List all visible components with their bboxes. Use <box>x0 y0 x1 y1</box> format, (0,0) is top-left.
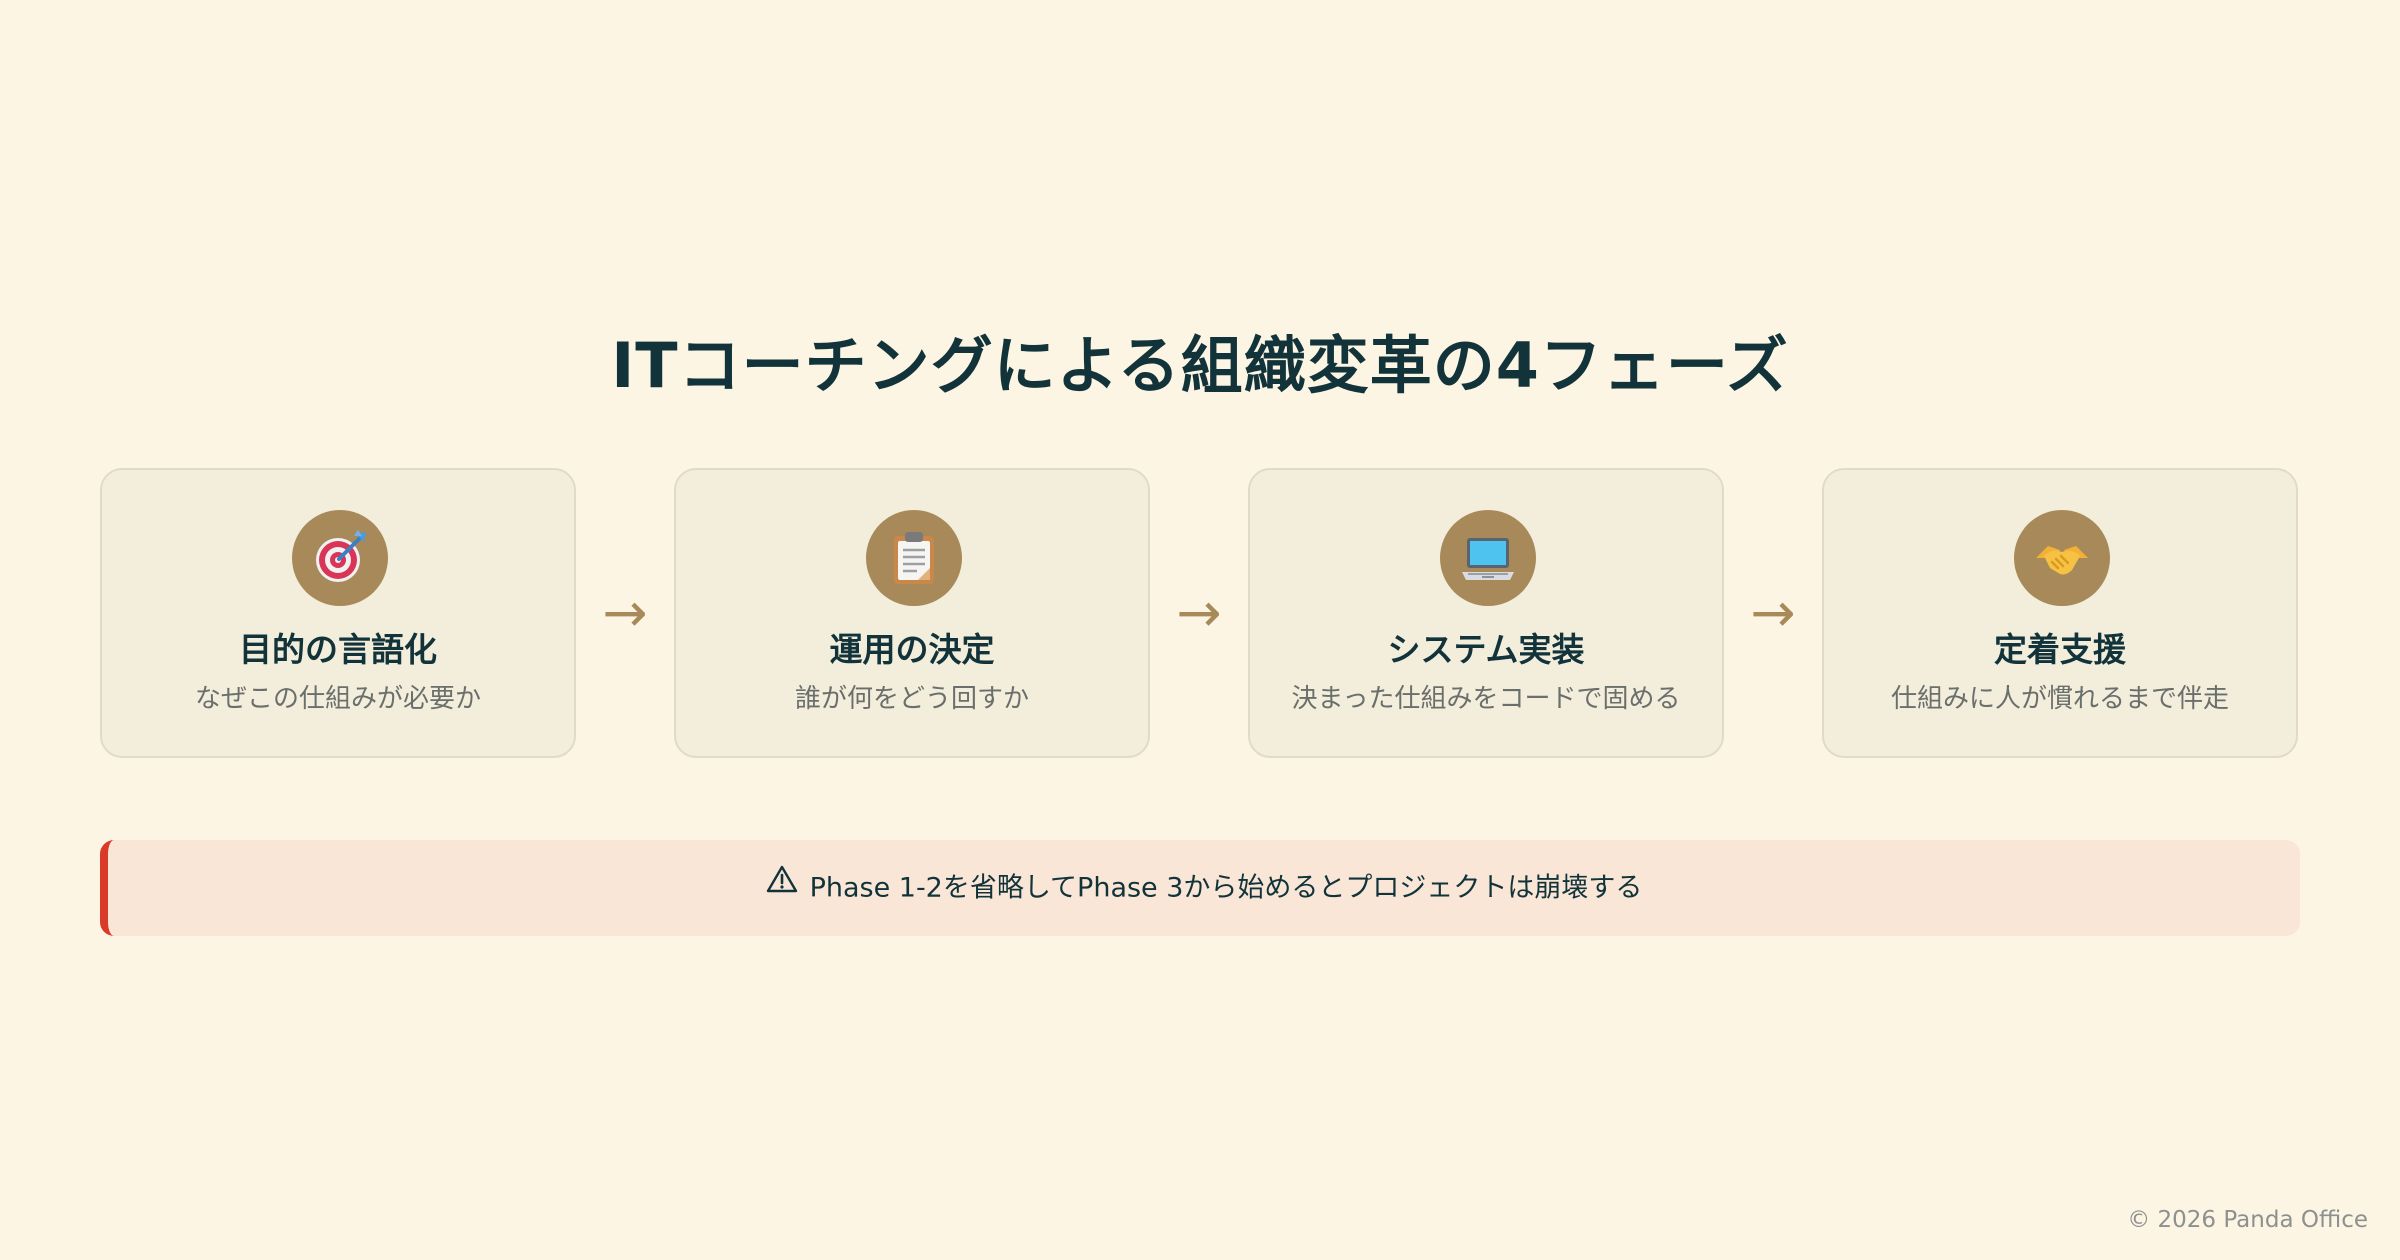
arrow-right-icon: → <box>1750 581 1796 644</box>
target-icon <box>292 510 388 606</box>
phase-title: 定着支援 <box>1994 630 2126 669</box>
copyright-footer: © 2026 Panda Office <box>2127 1207 2368 1233</box>
warning-text: Phase 1-2を省略してPhase 3から始めるとプロジェクトは崩壊する <box>809 872 1643 904</box>
phase-flow: 目的の言語化 なぜこの仕組みが必要か → 運用の決定 誰が何をどう回すか → <box>100 468 2300 760</box>
phase-description: 誰が何をどう回すか <box>794 684 1029 714</box>
arrow-right-icon: → <box>1176 581 1222 644</box>
phase-title: 目的の言語化 <box>239 630 437 669</box>
phase-title: システム実装 <box>1387 630 1585 669</box>
warning-banner: Phase 1-2を省略してPhase 3から始めるとプロジェクトは崩壊する <box>100 840 2300 936</box>
phase-card-3: システム実装 決まった仕組みをコードで固める <box>1248 468 1724 758</box>
phase-description: 仕組みに人が慣れるまで伴走 <box>1890 684 2229 714</box>
laptop-icon <box>1440 510 1536 606</box>
warning-icon <box>766 838 798 934</box>
phase-description: 決まった仕組みをコードで固める <box>1291 684 1681 714</box>
clipboard-icon <box>866 510 962 606</box>
page-title: ITコーチングによる組織変革の4フェーズ <box>611 329 1789 402</box>
phase-title: 運用の決定 <box>829 630 995 669</box>
arrow-right-icon: → <box>602 581 648 644</box>
phase-card-4: 定着支援 仕組みに人が慣れるまで伴走 <box>1822 468 2298 758</box>
phase-description: なぜこの仕組みが必要か <box>194 684 481 714</box>
phase-card-2: 運用の決定 誰が何をどう回すか <box>674 468 1150 758</box>
phase-card-1: 目的の言語化 なぜこの仕組みが必要か <box>100 468 576 758</box>
handshake-icon <box>2014 510 2110 606</box>
